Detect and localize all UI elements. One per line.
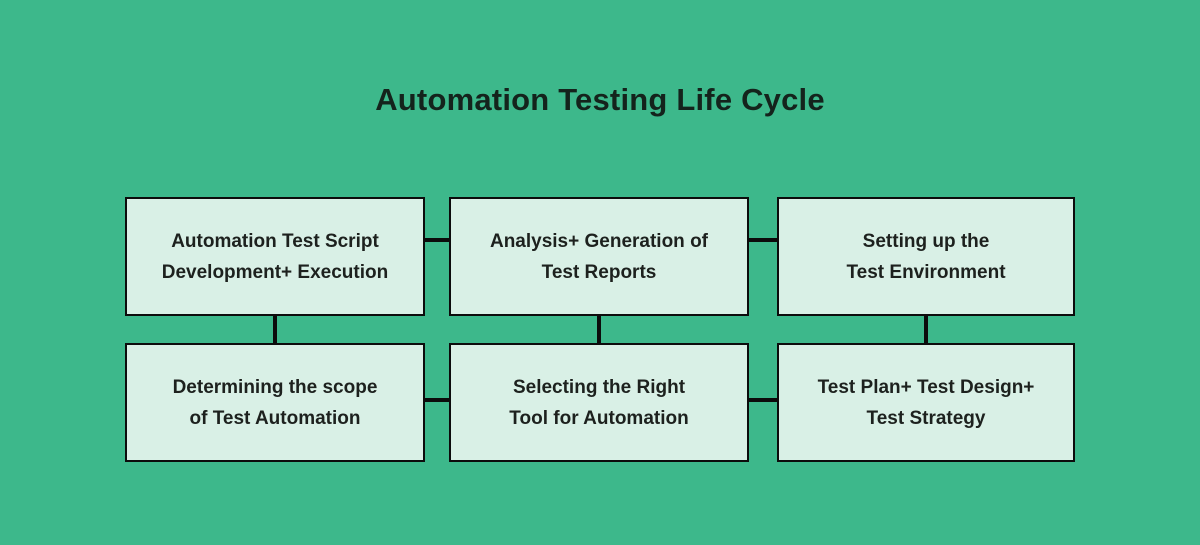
page-title: Automation Testing Life Cycle	[375, 82, 825, 117]
connector-col2-vertical	[597, 316, 601, 343]
flow-box-label-line: Selecting the Right	[512, 376, 686, 398]
connector-row2-box4-box5	[425, 398, 449, 402]
flow-box-label-line: Test Environment	[846, 261, 1006, 283]
connector-row1-box2-box3	[749, 238, 777, 242]
flow-box-label-line: Automation Test Script	[171, 230, 379, 252]
flow-box-selecting-the-right-tool-for-automation: Selecting the Right Tool for Automation	[449, 343, 749, 462]
flow-box-label-line: Development+ Execution	[161, 261, 389, 283]
flow-box-label-line: Test Strategy	[866, 407, 986, 429]
connector-row2-box5-box6	[749, 398, 777, 402]
flow-box-setting-up-the-test-environment: Setting up the Test Environment	[777, 197, 1075, 316]
flow-box-determining-the-scope-of-test-automation: Determining the scope of Test Automation	[125, 343, 425, 462]
connector-col1-vertical	[273, 316, 277, 343]
flow-box-label-line: Test Reports	[541, 261, 657, 283]
flow-box-label-line: Tool for Automation	[509, 407, 689, 429]
flow-box-analysis-generation-of-test-reports: Analysis+ Generation of Test Reports	[449, 197, 749, 316]
flow-box-test-plan-test-design-test-strategy: Test Plan+ Test Design+ Test Strategy	[777, 343, 1075, 462]
flow-box-label-line: Test Plan+ Test Design+	[817, 376, 1035, 398]
connector-row1-box1-box2	[425, 238, 449, 242]
flow-box-label-line: of Test Automation	[189, 407, 361, 429]
flow-box-label-line: Analysis+ Generation of	[489, 230, 709, 252]
flow-box-label-line: Setting up the	[862, 230, 990, 252]
flow-box-automation-test-script-development-execution: Automation Test Script Development+ Exec…	[125, 197, 425, 316]
connector-col3-vertical	[924, 316, 928, 343]
flow-box-label-line: Determining the scope	[172, 376, 378, 398]
